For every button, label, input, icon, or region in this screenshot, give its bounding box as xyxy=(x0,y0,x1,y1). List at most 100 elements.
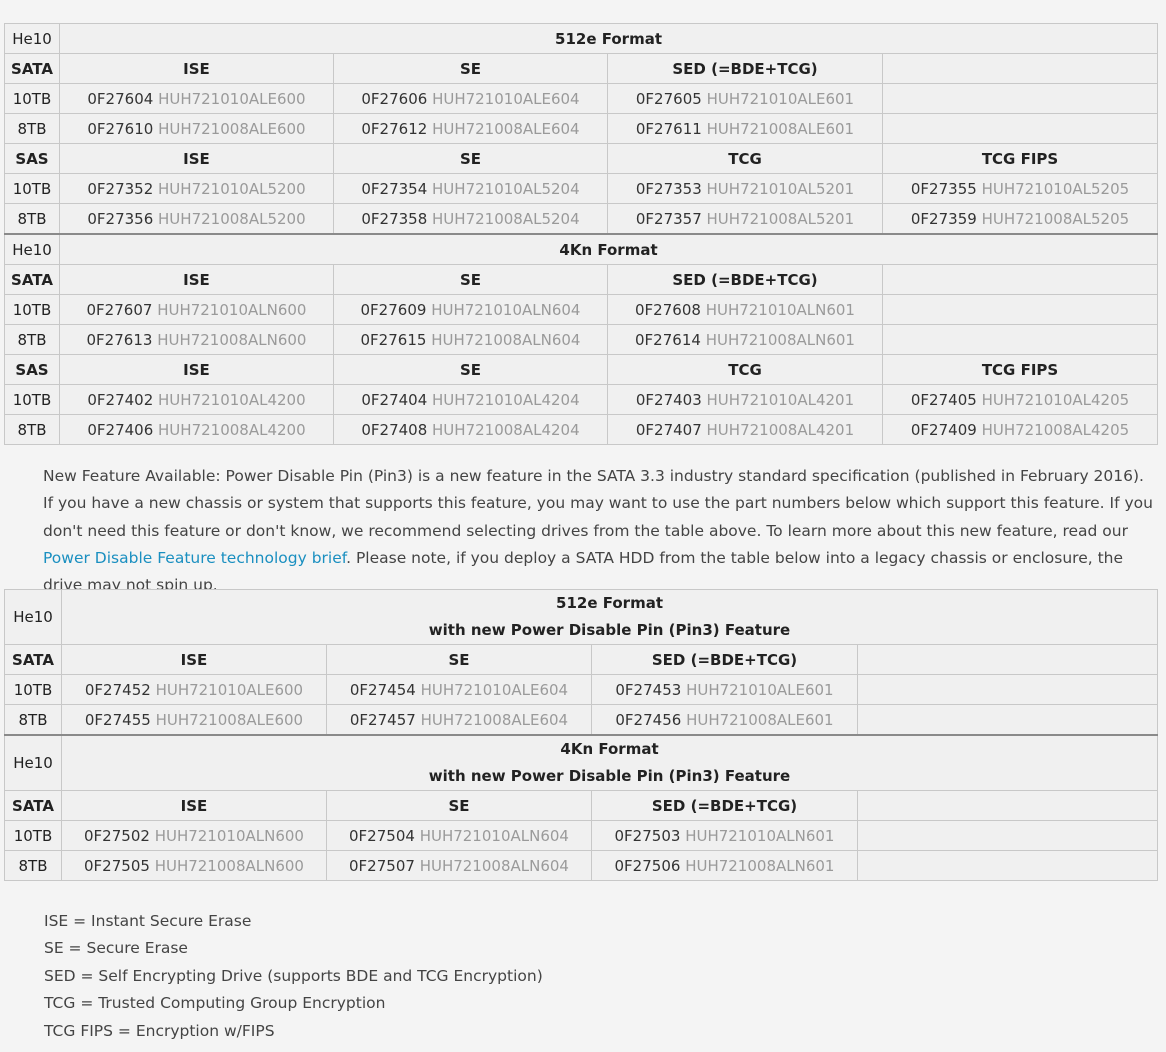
row-label: He10 xyxy=(4,734,62,791)
model-number: HUH721008AL4205 xyxy=(981,420,1130,439)
row-label: 10TB xyxy=(4,83,60,114)
row-label: 10TB xyxy=(4,820,62,851)
part-cell: 0F27452 HUH721010ALE600 xyxy=(61,674,327,705)
row-label: 10TB xyxy=(4,173,60,204)
empty-cell xyxy=(856,850,1159,881)
model-number: HUH721010ALE604 xyxy=(432,89,580,108)
row-label: 8TB xyxy=(4,203,60,235)
header-cell: SE xyxy=(333,53,608,84)
power-disable-note: New Feature Available: Power Disable Pin… xyxy=(43,463,1158,599)
model-number: HUH721010AL4200 xyxy=(158,390,306,409)
part-cell: 0F27402 HUH721010AL4200 xyxy=(59,384,334,415)
abbreviation-legend: ISE = Instant Secure Erase SE = Secure E… xyxy=(44,908,543,1045)
part-cell: 0F27405 HUH721010AL4205 xyxy=(881,384,1159,415)
part-number: 0F27607 xyxy=(86,300,153,319)
model-number: HUH721010AL5201 xyxy=(706,179,855,198)
model-number: HUH721010ALE600 xyxy=(155,680,304,699)
part-number: 0F27403 xyxy=(635,390,702,409)
part-cell: 0F27352 HUH721010AL5200 xyxy=(59,173,334,204)
header-cell: TCG xyxy=(607,354,883,385)
legend-item-se: SE = Secure Erase xyxy=(44,939,188,958)
row-label: SATA xyxy=(4,790,62,821)
header-cell: SED (=BDE+TCG) xyxy=(607,53,883,84)
header-cell: 512e Format xyxy=(58,23,1159,54)
part-cell: 0F27354 HUH721010AL5204 xyxy=(333,173,608,204)
part-cell: 0F27455 HUH721008ALE600 xyxy=(61,704,327,736)
model-number: HUH721008AL5204 xyxy=(432,209,580,228)
row-label: SAS xyxy=(4,143,60,174)
row-label: 8TB xyxy=(4,113,60,144)
part-cell: 0F27353 HUH721010AL5201 xyxy=(607,173,883,204)
part-number: 0F27356 xyxy=(87,209,154,228)
model-number: HUH721008ALE601 xyxy=(706,119,855,138)
model-number: HUH721008AL4200 xyxy=(158,420,306,439)
part-number: 0F27608 xyxy=(635,300,701,319)
header-cell: SE xyxy=(333,354,608,385)
legend-item-tcg: TCG = Trusted Computing Group Encryption xyxy=(44,994,386,1013)
row-label: SATA xyxy=(4,264,60,295)
header-cell: TCG FIPS xyxy=(881,143,1159,174)
part-cell: 0F27356 HUH721008AL5200 xyxy=(59,203,334,235)
empty-cell xyxy=(881,264,1159,295)
row-label: 10TB xyxy=(4,294,60,325)
empty-cell xyxy=(856,820,1159,851)
part-number: 0F27353 xyxy=(635,179,702,198)
part-number: 0F27357 xyxy=(635,209,702,228)
row-label: 8TB xyxy=(4,704,62,736)
part-number: 0F27606 xyxy=(361,89,428,108)
model-number: HUH721010ALN600 xyxy=(157,300,307,319)
header-cell: ISE xyxy=(59,354,334,385)
header-cell: ISE xyxy=(59,264,334,295)
part-number: 0F27352 xyxy=(87,179,154,198)
legend-item-ise: ISE = Instant Secure Erase xyxy=(44,912,252,930)
model-number: HUH721008ALE604 xyxy=(432,119,580,138)
part-cell: 0F27357 HUH721008AL5201 xyxy=(607,203,883,235)
model-number: HUH721008AL5200 xyxy=(158,209,306,228)
model-number: HUH721010ALN601 xyxy=(685,826,835,845)
row-label: 8TB xyxy=(4,324,60,355)
header-cell: SED (=BDE+TCG) xyxy=(591,790,858,821)
part-cell: 0F27506 HUH721008ALN601 xyxy=(591,850,858,881)
part-number: 0F27456 xyxy=(615,710,682,729)
header-cell: TCG FIPS xyxy=(881,354,1159,385)
row-label: He10 xyxy=(4,233,60,265)
part-number: 0F27504 xyxy=(349,826,415,845)
model-number: HUH721010ALE600 xyxy=(158,89,306,108)
part-number: 0F27402 xyxy=(87,390,154,409)
model-number: HUH721008ALE604 xyxy=(420,710,569,729)
part-cell: 0F27409 HUH721008AL4205 xyxy=(881,414,1159,445)
row-label: 10TB xyxy=(4,384,60,415)
power-disable-brief-link[interactable]: Power Disable Feature technology brief xyxy=(43,548,347,567)
part-number: 0F27406 xyxy=(87,420,154,439)
empty-cell xyxy=(881,294,1159,325)
part-number: 0F27407 xyxy=(635,420,702,439)
row-label: SATA xyxy=(4,53,60,84)
part-cell: 0F27503 HUH721010ALN601 xyxy=(591,820,858,851)
empty-cell xyxy=(856,644,1159,675)
part-cell: 0F27613 HUH721008ALN600 xyxy=(59,324,334,355)
part-cell: 0F27505 HUH721008ALN600 xyxy=(61,850,327,881)
part-cell: 0F27609 HUH721010ALN604 xyxy=(333,294,608,325)
empty-cell xyxy=(881,83,1159,114)
part-number: 0F27405 xyxy=(910,390,977,409)
part-cell: 0F27502 HUH721010ALN600 xyxy=(61,820,327,851)
row-label: 8TB xyxy=(4,414,60,445)
header-cell: SED (=BDE+TCG) xyxy=(607,264,883,295)
part-number: 0F27503 xyxy=(614,826,681,845)
part-cell: 0F27507 HUH721008ALN604 xyxy=(326,850,592,881)
header-cell: 4Kn Format with new Power Disable Pin (P… xyxy=(60,734,1159,791)
model-number: HUH721010AL4204 xyxy=(432,390,580,409)
part-cell: 0F27610 HUH721008ALE600 xyxy=(59,113,334,144)
part-cell: 0F27408 HUH721008AL4204 xyxy=(333,414,608,445)
part-cell: 0F27453 HUH721010ALE601 xyxy=(591,674,858,705)
part-number: 0F27611 xyxy=(635,119,702,138)
part-cell: 0F27359 HUH721008AL5205 xyxy=(881,203,1159,235)
